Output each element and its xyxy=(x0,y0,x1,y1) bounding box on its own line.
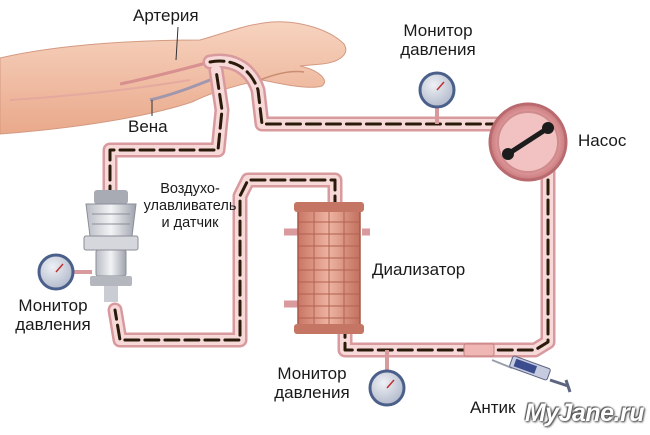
pressure-gauge-icon xyxy=(37,253,92,291)
pressure-monitor-bottom-label: Монитор давления xyxy=(258,364,366,402)
air-trap-line2: улавливатель xyxy=(143,198,237,214)
pump-label: Насос xyxy=(578,131,627,150)
anticoagulant-port xyxy=(463,343,495,357)
pressure-monitor-top-label: Монитор давления xyxy=(383,21,493,59)
pressure-monitor-left-line1: Монитор xyxy=(18,296,88,315)
anticoagulant-label: Антик xyxy=(470,398,516,417)
dialyzer-icon xyxy=(294,202,364,334)
air-trap-label: Воздухо- улавливатель и датчик xyxy=(138,181,242,232)
pressure-monitor-bottom-line1: Монитор xyxy=(277,364,347,383)
artery-label: Артерия xyxy=(133,6,199,25)
pressure-gauge-icon xyxy=(418,71,456,124)
pressure-monitor-top-line2: давления xyxy=(400,40,476,59)
pressure-monitor-top-line1: Монитор xyxy=(403,21,473,40)
dialyzer-label: Диализатор xyxy=(372,260,466,279)
leader-lines xyxy=(151,26,179,116)
watermark-logo: MyJane.ru xyxy=(524,399,645,427)
pressure-monitor-left-line2: давления xyxy=(15,315,91,334)
pump-rotor-icon xyxy=(488,102,568,182)
blood-flow-dash xyxy=(343,158,550,352)
arm-illustration xyxy=(0,21,347,135)
air-trap-icon xyxy=(83,190,139,302)
syringe-icon xyxy=(491,355,572,393)
air-trap-line1: Воздухо- xyxy=(160,181,220,197)
pressure-gauge-icon xyxy=(368,350,406,407)
vein-label: Вена xyxy=(128,117,168,136)
air-trap-line3: и датчик xyxy=(161,215,219,231)
pressure-monitor-left-label: Монитор давления xyxy=(0,296,106,334)
pressure-monitor-bottom-line2: давления xyxy=(274,383,350,402)
